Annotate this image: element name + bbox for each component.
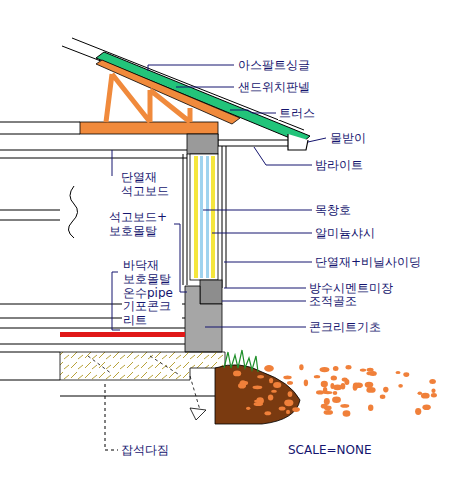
truss-label: 트러스 (278, 106, 316, 120)
soil-dot (314, 375, 320, 378)
soil-dot (269, 378, 273, 383)
masonry-label: 조적골조 (308, 294, 358, 308)
soil-dot (324, 398, 330, 405)
soil-dot (431, 393, 437, 397)
soil-dot (398, 384, 403, 388)
panel-label: 샌드위치판넬 (237, 80, 311, 94)
soil-dot (265, 366, 269, 369)
insulation-label: 단열재 (120, 170, 158, 184)
soil-dot (283, 376, 291, 380)
soil-dot (421, 393, 430, 399)
soil-dot (343, 410, 351, 416)
footing-label: 콘크리트기초 (308, 320, 382, 334)
mortar-label: 보호몰탈 (122, 272, 172, 286)
soil-dot (265, 411, 272, 415)
soil-dot (342, 377, 348, 381)
soil-dot (333, 366, 339, 371)
soil-dot (429, 379, 436, 384)
soil-dot (268, 395, 273, 401)
waterproof-label: 방수시멘트미장 (308, 281, 394, 295)
soil-dot (324, 410, 333, 415)
soil-dot (403, 372, 409, 377)
soil-dot (396, 371, 401, 374)
soil-dot (320, 367, 330, 372)
soil-dot (240, 380, 247, 387)
soil-dot (253, 385, 263, 389)
soil-dot (324, 406, 332, 411)
soil-dot (271, 390, 277, 393)
soil-dot (415, 408, 421, 415)
soil-dot (331, 376, 337, 381)
concrete-label: 기포콘크 리트 (122, 299, 182, 327)
soil-dot (422, 405, 430, 411)
soil-dot (273, 382, 281, 388)
soil-dot (316, 390, 324, 394)
soil-dot (353, 384, 358, 391)
soil-dot (340, 404, 349, 408)
soffit-label: 밤라이트 (314, 158, 364, 172)
soil-dot (333, 391, 338, 395)
soil-dot (332, 396, 341, 403)
soil-dot (333, 384, 342, 390)
gutter-label: 물받이 (329, 131, 367, 145)
soil-dot (346, 365, 352, 369)
sash-label: 알미늄샤시 (314, 226, 376, 240)
soil-dot (323, 391, 332, 394)
soil-dot (233, 371, 241, 377)
soil-dot (304, 379, 308, 386)
scale-note: SCALE=NONE (287, 443, 373, 457)
soil-dot (321, 381, 328, 388)
soil-dot (284, 399, 293, 406)
window-label: 목창호 (314, 203, 352, 217)
pipe-label: 온수pipe (122, 286, 174, 300)
soil-dot (383, 387, 388, 393)
roof-label: 아스팔트싱글 (237, 58, 311, 72)
gravel-label: 잡석다짐 (120, 443, 170, 457)
soil-dot (286, 410, 290, 414)
soil-dot (360, 368, 366, 371)
soil-dot (366, 387, 375, 393)
soil-dot (380, 395, 386, 399)
soil-dot (367, 368, 374, 372)
siding-label: 단열재+비닐사이딩 (314, 255, 422, 269)
soil-dot (256, 397, 264, 404)
soil-dot (287, 381, 293, 385)
soil-dot (288, 391, 293, 397)
soil-dot (299, 364, 303, 370)
soil-dot (431, 388, 435, 393)
gypsum-label: 석고보드 (120, 184, 170, 198)
soil-dot (365, 382, 374, 388)
soil-dot (279, 406, 286, 410)
soil-dot (246, 407, 250, 410)
soil-dot (292, 407, 300, 412)
soil-dot (264, 365, 274, 372)
wall-finish-label: 석고보드+ 보호몰탈 (108, 210, 174, 238)
floor-label: 바닥재 (122, 258, 160, 272)
soil-dot (366, 372, 374, 376)
soil-dot (257, 375, 264, 378)
soil-dot (368, 405, 373, 411)
